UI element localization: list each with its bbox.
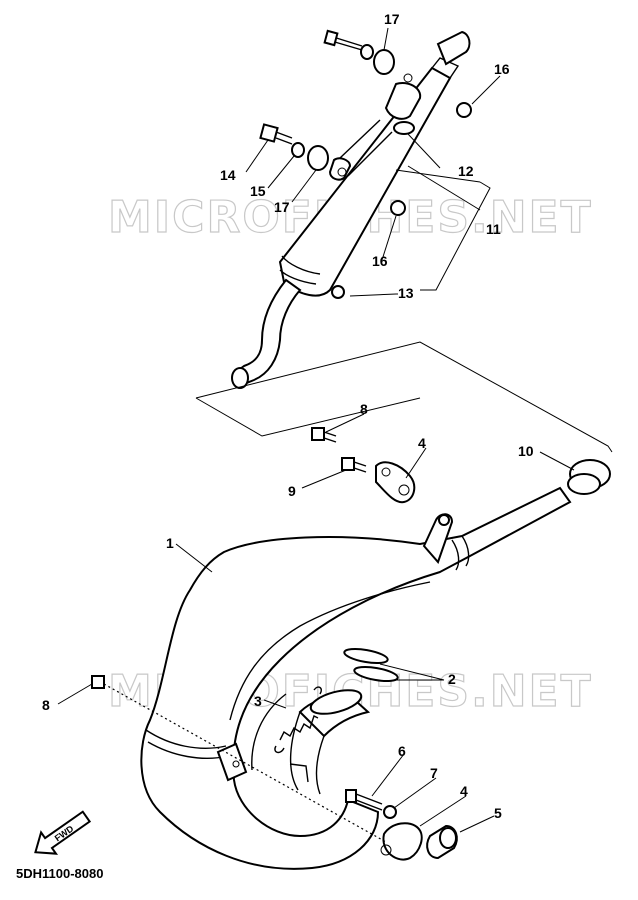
forward-arrow-icon: FWD [34,810,92,855]
callout-10: 10 [518,443,534,459]
callout-7: 7 [430,765,438,781]
callout-17-upper: 17 [384,11,400,27]
callout-9: 9 [288,483,296,499]
callout-4-lower: 4 [460,783,468,799]
callout-14: 14 [220,167,236,183]
callout-13: 13 [398,285,414,301]
callout-6: 6 [398,743,406,759]
mounting-axis [103,683,387,843]
callout-15: 15 [250,183,266,199]
callout-12: 12 [458,163,474,179]
callout-16-upper: 16 [494,61,510,77]
callout-8-lower: 8 [42,697,50,713]
callout-11: 11 [486,221,501,237]
callout-3: 3 [254,693,262,709]
callout-1: 1 [166,535,174,551]
callout-16-lower: 16 [372,253,388,269]
middle-parts [311,427,611,504]
diagram-code: 5DH1100-8080 [16,866,104,881]
silencer-assembly [231,29,472,389]
assembly-divider [195,341,613,453]
callout-8-upper: 8 [360,401,368,417]
callouts: 17 16 14 15 17 12 11 16 13 8 4 9 10 1 2 … [42,11,534,821]
exhaust-chamber [91,486,572,870]
callout-2: 2 [448,671,456,687]
callout-5: 5 [494,805,502,821]
callout-17-lower: 17 [274,199,290,215]
leader-lines [57,27,575,833]
callout-4-upper: 4 [418,435,426,451]
